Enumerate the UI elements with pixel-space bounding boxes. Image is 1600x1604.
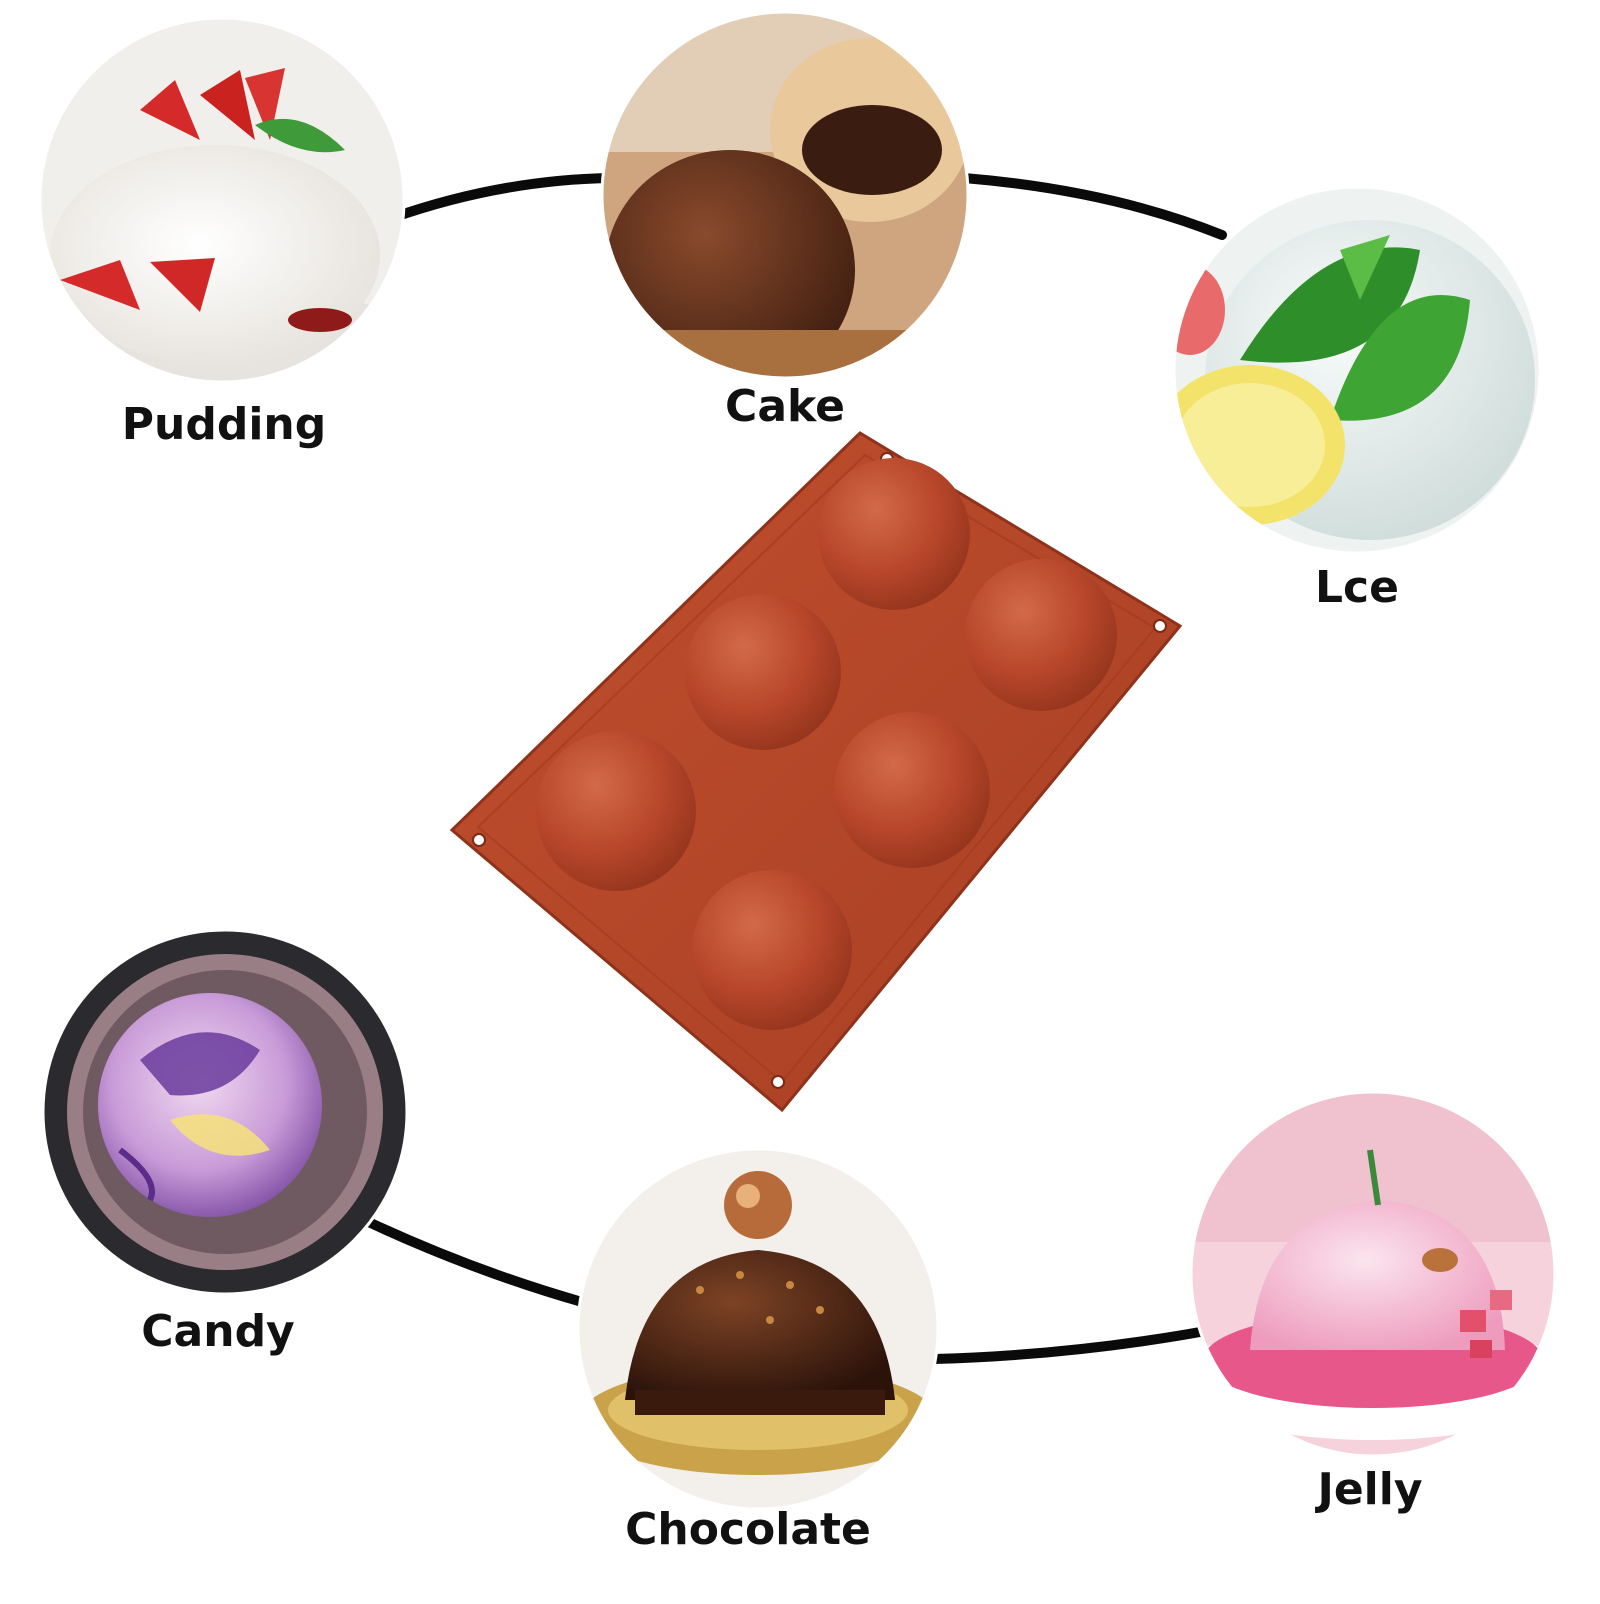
cocoa-dusted-cake-ball-photo-icon [600, 10, 970, 380]
hanging-hole-icon [771, 1075, 785, 1089]
mold-cavity [818, 458, 970, 610]
connector-chocolate-jelly [929, 1323, 1227, 1364]
label-chocolate: Chocolate [625, 1504, 871, 1555]
label-pudding: Pudding [121, 399, 327, 450]
connector-pudding-cake [387, 173, 615, 223]
connector-cake-ice [959, 173, 1227, 240]
mold-cavity [692, 870, 852, 1030]
label-ice: Lce [1315, 562, 1399, 613]
label-candy: Candy [141, 1306, 295, 1357]
label-cake: Cake [725, 381, 845, 432]
pudding-with-strawberries-photo-icon [38, 16, 406, 384]
chocolate-dome-with-sprinkles-photo-icon [576, 1147, 940, 1511]
mold-cavity [965, 559, 1117, 711]
mold-cavity [834, 712, 990, 868]
pink-jelly-dome-photo-icon [1189, 1090, 1557, 1458]
silicone-half-sphere-mold-6-cavity-icon [449, 431, 1183, 1113]
ice-ball-with-mint-and-lemon-photo-icon [1172, 185, 1542, 555]
hanging-hole-icon [472, 833, 486, 847]
mold-cavity [685, 594, 841, 750]
mold-cavity [536, 731, 696, 891]
connector-candy-chocolate [355, 1213, 587, 1307]
label-jelly: Jelly [1317, 1464, 1423, 1515]
purple-marbled-candy-dome-photo-icon [41, 928, 409, 1296]
connector-lines [355, 173, 1227, 1364]
hanging-hole-icon [1153, 619, 1167, 633]
